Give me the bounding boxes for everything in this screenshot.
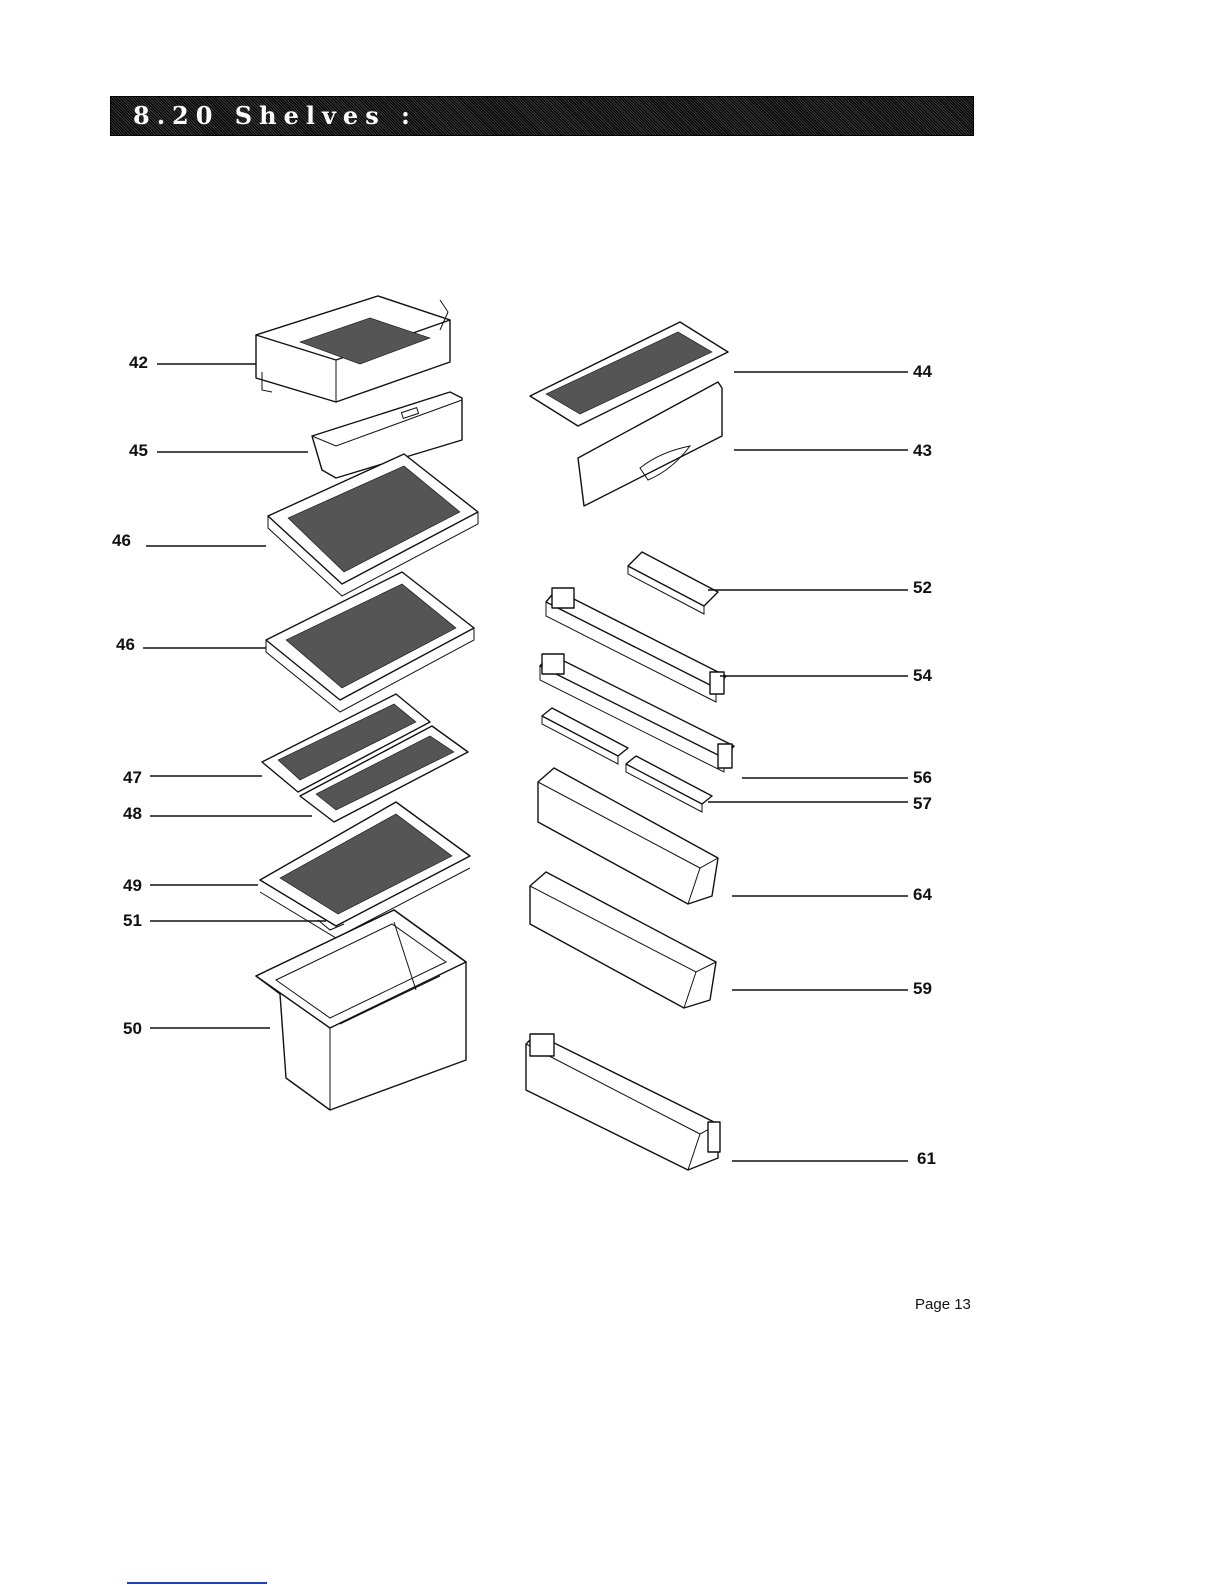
part-42-freezer-tray bbox=[256, 296, 450, 402]
callout-50: 50 bbox=[123, 1019, 142, 1038]
callout-48: 48 bbox=[123, 804, 142, 823]
callout-42: 42 bbox=[129, 353, 148, 372]
callout-56: 56 bbox=[913, 768, 932, 787]
callout-64: 64 bbox=[913, 885, 932, 904]
page-number: Page 13 bbox=[915, 1296, 971, 1313]
callout-44: 44 bbox=[913, 362, 932, 381]
callout-46-upper: 46 bbox=[112, 531, 131, 550]
callout-52: 52 bbox=[913, 578, 932, 597]
part-49-crisper-cover bbox=[260, 802, 470, 926]
part-61-bottle-bin bbox=[526, 1034, 720, 1170]
callout-46-lower: 46 bbox=[116, 635, 135, 654]
callout-49: 49 bbox=[123, 876, 142, 895]
callout-61: 61 bbox=[917, 1149, 936, 1168]
part-54-door-bar bbox=[546, 588, 726, 702]
callout-54: 54 bbox=[913, 666, 932, 685]
callout-51: 51 bbox=[123, 911, 142, 930]
part-50-crisper-drawer bbox=[256, 910, 466, 1110]
bottom-link-underline bbox=[127, 1582, 267, 1584]
part-52-small-rack bbox=[628, 552, 718, 614]
callout-43: 43 bbox=[913, 441, 932, 460]
callout-57: 57 bbox=[913, 794, 932, 813]
part-46-glass-shelf-lower bbox=[266, 572, 474, 712]
part-46-glass-shelf-upper bbox=[268, 454, 478, 596]
callout-45: 45 bbox=[129, 441, 148, 460]
callout-59: 59 bbox=[913, 979, 932, 998]
callout-47: 47 bbox=[123, 768, 142, 787]
